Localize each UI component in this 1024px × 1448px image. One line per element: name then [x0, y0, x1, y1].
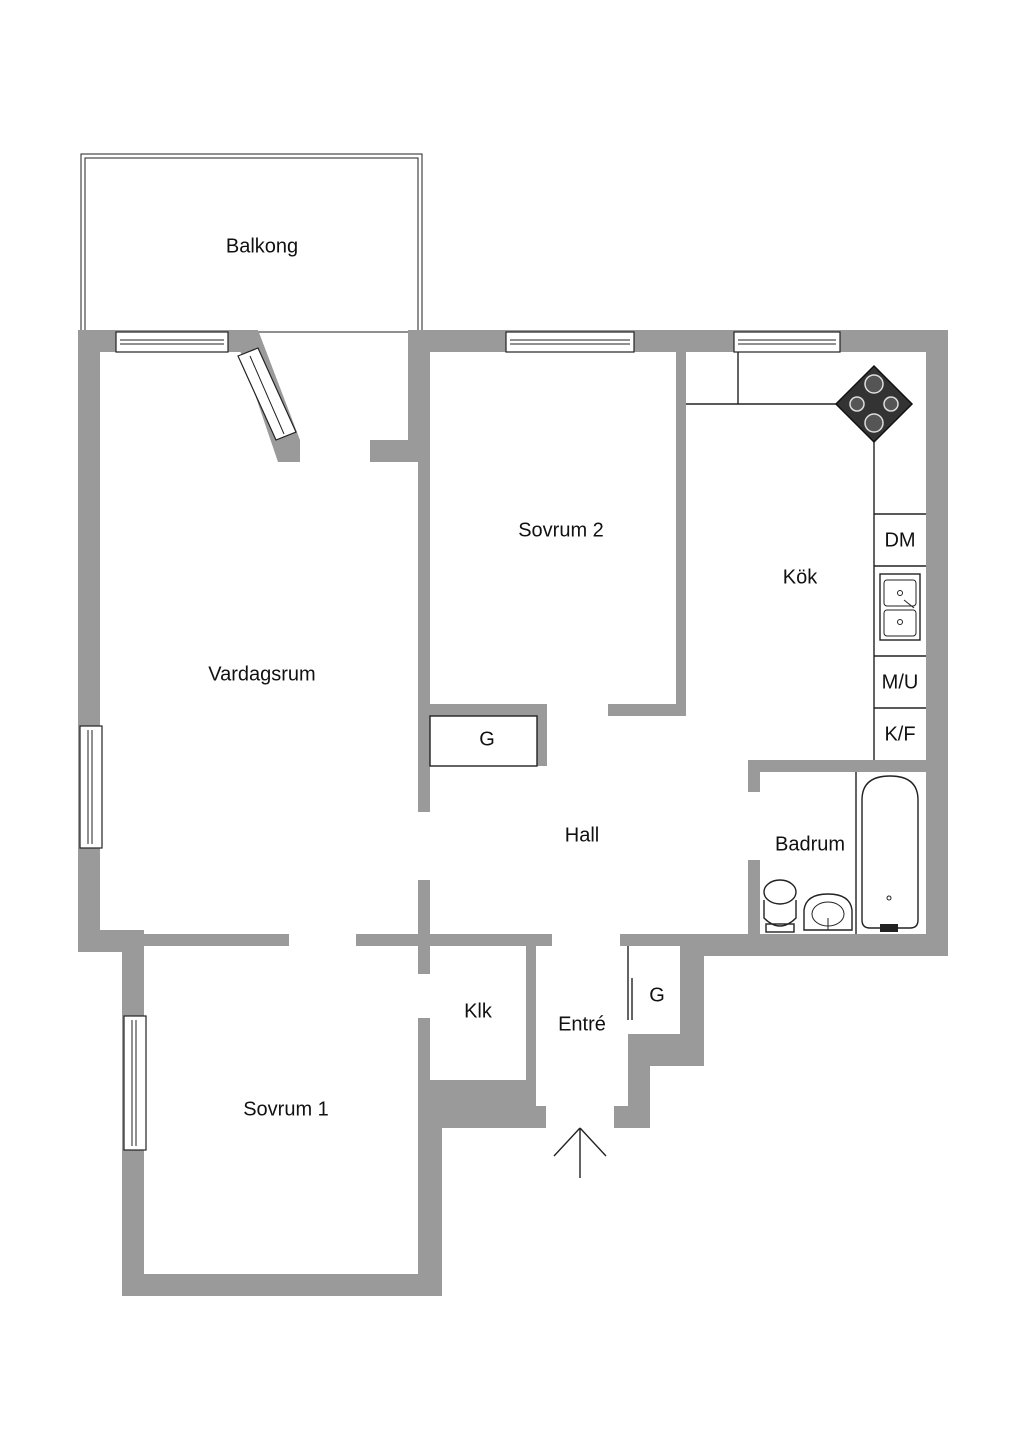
- window-sovrum2: [505, 331, 635, 353]
- room-label-klk: Klk: [464, 1000, 493, 1022]
- fixture-label-dm: DM: [884, 529, 915, 551]
- fixture-label-garderob-hall: G: [479, 728, 495, 750]
- toilet-icon: [763, 879, 797, 933]
- room-label-badrum: Badrum: [775, 833, 845, 855]
- stove-icon: [834, 364, 914, 444]
- room-label-balkong: Balkong: [226, 235, 298, 257]
- window-vardagsrum-top: [115, 331, 229, 353]
- room-label-vardagsrum: Vardagsrum: [208, 663, 315, 685]
- room-label-hall: Hall: [565, 824, 599, 846]
- walls: [78, 330, 948, 1296]
- wardrobe-doors: [627, 946, 633, 1020]
- windows: [79, 331, 841, 1151]
- window-vardagsrum-bay: [237, 347, 297, 441]
- washbasin-icon: [803, 893, 853, 931]
- window-sovrum1: [123, 1015, 147, 1151]
- window-kok: [733, 331, 841, 353]
- fixture-label-kf: K/F: [884, 723, 915, 745]
- room-label-entre: Entré: [558, 1013, 606, 1035]
- fixture-label-mu: M/U: [882, 671, 919, 693]
- fixture-label-garderob-entre: G: [649, 984, 665, 1006]
- room-label-kok: Kök: [783, 566, 818, 588]
- bathtub-icon: [855, 772, 919, 934]
- room-label-sovrum2: Sovrum 2: [518, 519, 604, 541]
- window-vardagsrum-left: [79, 725, 103, 849]
- entrance-arrow-icon: [553, 1127, 607, 1178]
- room-label-sovrum1: Sovrum 1: [243, 1098, 329, 1120]
- sink-icon: [879, 573, 921, 641]
- garderob-hall-box: [429, 715, 538, 767]
